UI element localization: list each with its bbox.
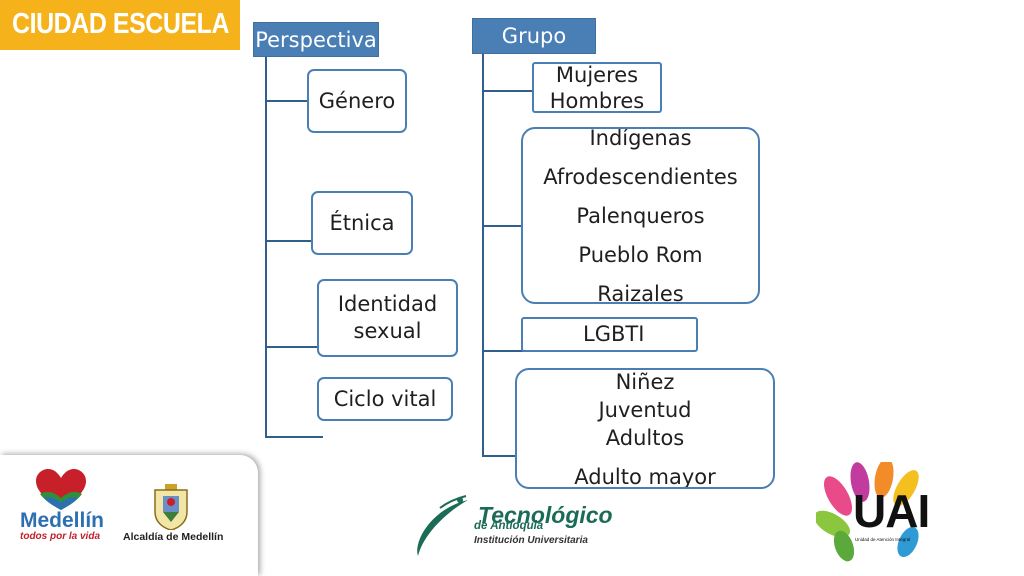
grupo-hombres-label: Hombres <box>549 88 645 113</box>
grupo-ninez-label: Niñez <box>615 370 675 394</box>
grupo-ciclo-box: Niñez Juventud Adultos Adulto mayor <box>515 368 775 489</box>
tecnologico-logo-institution: Institución Universitaria <box>474 535 588 546</box>
grupo-adultos-label: Adultos <box>605 426 685 450</box>
perspectiva-header: Perspectiva <box>253 22 379 57</box>
grupo-palenqueros-label: Palenqueros <box>576 204 705 228</box>
alcaldia-shield-logo-icon <box>154 484 188 530</box>
uai-logo-subtitle: Unidad de Atención Integral <box>855 537 911 542</box>
grupo-connector-ciclo <box>482 455 517 457</box>
uai-hands-logo-icon <box>816 462 919 562</box>
grupo-indigenas-label: Indígenas <box>589 127 692 150</box>
perspectiva-genero-label: Género <box>318 88 396 113</box>
tecnologico-logo-subtitle: de Antioquia <box>474 520 544 532</box>
grupo-afrodescendientes-label: Afrodescendientes <box>543 165 738 189</box>
grupo-raizales-label: Raizales <box>597 282 684 304</box>
grupo-connector-etnica <box>482 225 522 227</box>
perspectiva-ciclo-label: Ciclo vital <box>333 386 437 411</box>
tecnologico-logo-title: Tecnológico <box>478 502 613 528</box>
perspectiva-identidad-label: Identidad sexual <box>337 292 438 343</box>
grupo-mujeres-label: Mujeres <box>555 62 639 87</box>
perspectiva-connector-genero <box>265 100 308 102</box>
uai-logo-text: UAI <box>853 485 930 537</box>
grupo-connector-identidad <box>482 350 525 352</box>
grupo-etnica-box: Indígenas Afrodescendientes Palenqueros … <box>521 127 760 304</box>
ciudad-escuela-badge: CIUDAD ESCUELA <box>0 0 240 50</box>
perspectiva-ciclo-box: Ciclo vital <box>317 377 453 421</box>
perspectiva-connector-vertical <box>265 57 267 438</box>
perspectiva-identidad-box: Identidad sexual <box>317 279 458 357</box>
grupo-identidad-box: LGBTI <box>521 317 698 352</box>
perspectiva-etnica-label: Étnica <box>329 210 395 235</box>
grupo-genero-box: Mujeres Hombres <box>532 62 662 113</box>
badge-title: CIUDAD ESCUELA <box>12 8 230 40</box>
grupo-pueblo-rom-label: Pueblo Rom <box>578 243 703 267</box>
grupo-header: Grupo <box>472 18 596 54</box>
grupo-connector-genero <box>482 90 533 92</box>
perspectiva-connector-identidad <box>265 346 318 348</box>
alcaldia-logo-text: Alcaldía de Medellín <box>123 531 224 543</box>
perspectiva-etnica-box: Étnica <box>311 191 413 255</box>
grupo-juventud-label: Juventud <box>598 398 692 422</box>
medellin-logo-tagline: todos por la vida <box>20 531 101 542</box>
medellin-heart-logo-icon <box>36 469 86 510</box>
perspectiva-connector-etnica <box>265 240 312 242</box>
tecnologico-swoosh-logo-icon <box>417 495 468 556</box>
medellin-logo-text: Medellín <box>20 509 105 532</box>
perspectiva-connector-end <box>265 436 323 438</box>
perspectiva-genero-box: Género <box>307 69 407 133</box>
grupo-lgbti-label: LGBTI <box>583 322 645 346</box>
grupo-adulto-mayor-label: Adulto mayor <box>574 465 716 489</box>
grupo-connector-vertical <box>482 54 484 457</box>
